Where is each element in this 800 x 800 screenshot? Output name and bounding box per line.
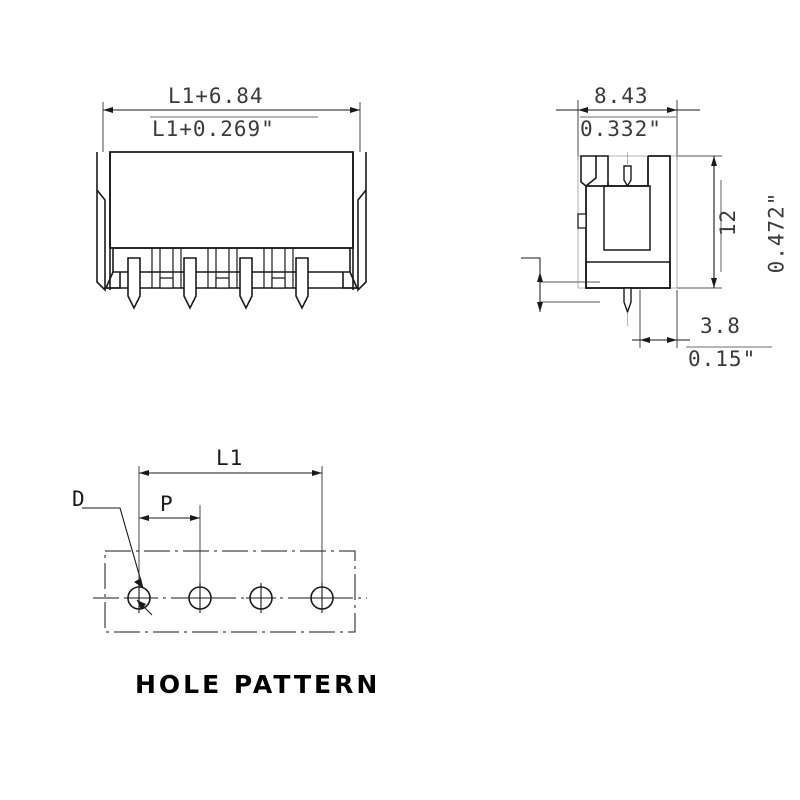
side-view-offset-inch: 0.15": [688, 347, 757, 371]
hole-pattern-caption: HOLE PATTERN: [135, 670, 381, 699]
side-view-offset-mm: 3.8: [700, 314, 741, 338]
front-view-width-inch: L1+0.269": [152, 117, 275, 141]
front-view-width-mm: L1+6.84: [168, 84, 264, 108]
side-view-width-mm: 8.43: [594, 84, 649, 108]
hole-pattern-diameter-label: D: [72, 487, 86, 511]
hole-pattern-pitch-label: P: [160, 492, 174, 516]
hole-pattern-span-label: L1: [216, 446, 244, 470]
side-view-width-inch: 0.332": [580, 117, 662, 141]
